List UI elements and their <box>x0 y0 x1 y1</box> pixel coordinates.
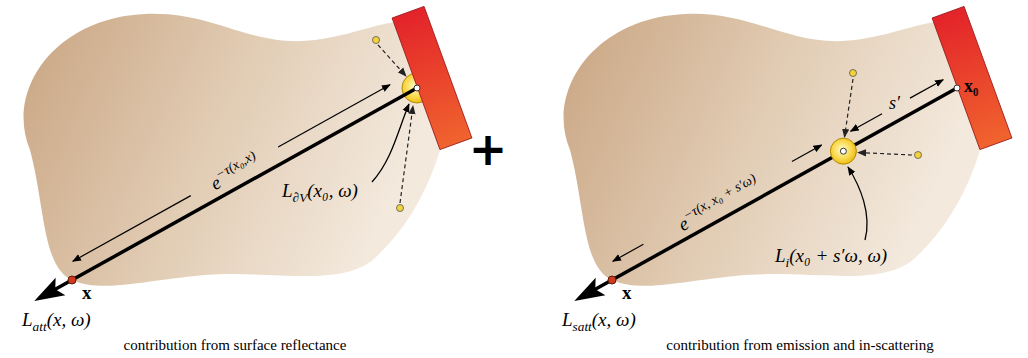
point-label-group: x <box>82 282 92 304</box>
radiance-label-group: Lsatt(x, ω) <box>562 309 636 334</box>
light-dot <box>373 37 380 44</box>
leader-line <box>372 104 409 182</box>
point <box>954 85 960 91</box>
panel-caption: contribution from emission and in-scatte… <box>666 337 933 353</box>
point-label-group: x₀ <box>964 76 978 97</box>
light-dot <box>915 152 922 159</box>
radiance-label: ∂V <box>293 190 308 205</box>
medium-volume <box>564 14 980 286</box>
surface <box>932 6 1012 149</box>
point <box>414 85 420 91</box>
radiance-label: att <box>33 319 47 334</box>
incident-light <box>378 45 406 76</box>
radiance-label: L <box>775 245 786 266</box>
radiance-label: (x₀, ω) <box>307 180 358 201</box>
point <box>68 276 76 284</box>
radiance-label: (x₀ + s′ω, ω) <box>789 245 887 266</box>
plus-sign: + <box>469 122 508 176</box>
point <box>608 276 616 284</box>
incident-light <box>845 79 854 137</box>
panel-caption-group: contribution from emission and in-scatte… <box>666 337 933 354</box>
radiance-label: (x, ω) <box>47 309 91 330</box>
incident-light <box>858 153 912 156</box>
panel-caption: contribution from surface reflectance <box>124 337 347 353</box>
light-dot <box>850 70 857 77</box>
point-label: x₀ <box>964 76 978 96</box>
radiance-label: (x, ω) <box>592 309 636 330</box>
ray <box>567 74 962 310</box>
radiance-label: L <box>282 180 293 201</box>
radiance-label-group: Latt(x, ω) <box>22 309 91 334</box>
ray <box>27 74 422 310</box>
leader-line <box>848 167 867 240</box>
distance-label: s′ <box>889 93 900 113</box>
incident-light <box>400 106 413 203</box>
radiance-label: satt <box>573 319 592 334</box>
scatter-sphere <box>830 138 856 164</box>
point-label: x <box>622 282 632 303</box>
medium-panel <box>564 6 1012 309</box>
point-label-group: x <box>622 282 632 304</box>
radiance-label-group: L∂V(x₀, ω) <box>282 180 358 205</box>
surface-panel <box>24 6 472 309</box>
distance-label-group: s′ <box>889 93 900 114</box>
surface <box>392 6 472 149</box>
point <box>840 148 846 154</box>
point-label: x <box>82 282 92 303</box>
plus-sign-group: + <box>469 123 508 177</box>
radiance-label: L <box>22 309 33 330</box>
medium-volume <box>24 14 440 286</box>
radiance-label-group: Li(x₀ + s′ω, ω) <box>775 245 887 270</box>
panel-caption-group: contribution from surface reflectance <box>124 337 347 354</box>
radiance-label: L <box>562 309 573 330</box>
radiance-label: i <box>786 255 790 270</box>
light-dot <box>397 205 404 212</box>
